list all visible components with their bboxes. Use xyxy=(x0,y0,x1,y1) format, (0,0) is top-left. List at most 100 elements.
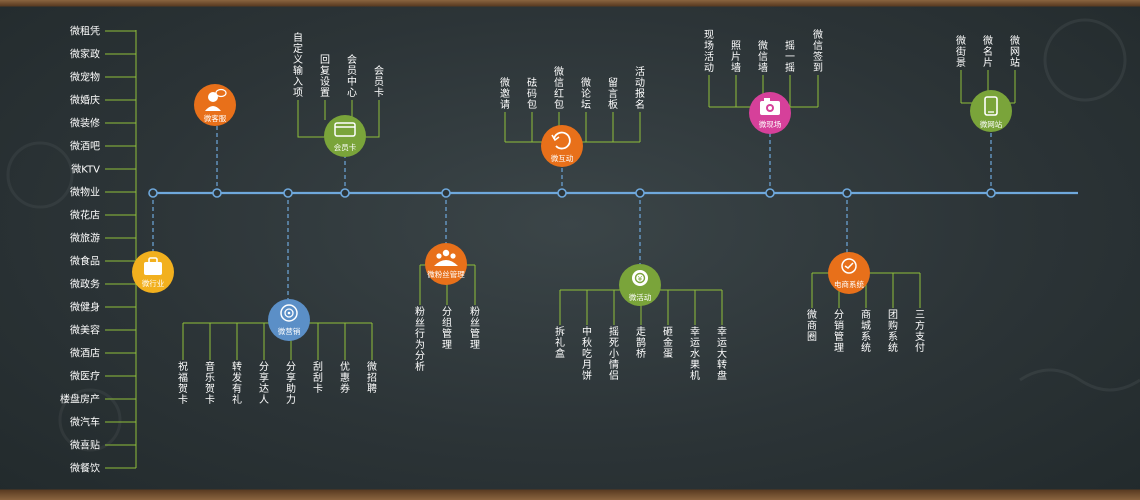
timeline-nodes xyxy=(148,188,996,198)
ecommerce-item[interactable]: 分销管理 xyxy=(834,309,844,354)
hub-ecommerce-label: 电商系统 xyxy=(834,279,864,289)
hub-customer-service-label: 微客服 xyxy=(204,113,227,123)
industry-item[interactable]: 微物业 xyxy=(70,186,100,199)
interaction-item[interactable]: 留言板 xyxy=(608,76,618,111)
hub-interaction[interactable]: 微互动 xyxy=(541,125,583,167)
marketing-item[interactable]: 刮刮卡 xyxy=(313,360,323,395)
scene-item[interactable]: 微信墙 xyxy=(758,39,768,74)
headset-icon xyxy=(205,88,227,111)
member-card-branches: 自定义输入项 回复设置 会员中心 会员卡 xyxy=(293,31,384,138)
hub-industry[interactable]: 微行业 xyxy=(132,251,174,293)
marketing-item[interactable]: 分享助力 xyxy=(286,361,296,406)
member-card-item[interactable]: 会员中心 xyxy=(347,53,357,99)
marketing-item[interactable]: 优惠券 xyxy=(340,360,350,395)
hub-fans-label: 微粉丝管理 xyxy=(427,269,465,279)
website-branches: 微街景 微名片 微网站 xyxy=(956,34,1020,104)
website-item[interactable]: 微街景 xyxy=(956,34,966,69)
interaction-item[interactable]: 活动报名 xyxy=(635,66,645,111)
hub-customer-service[interactable]: 微客服 xyxy=(194,84,236,126)
industry-item[interactable]: 微汽车 xyxy=(70,416,100,429)
activity-item[interactable]: 走鹊桥 xyxy=(636,326,646,360)
marketing-item[interactable]: 转发有礼 xyxy=(232,360,242,406)
hub-activity[interactable]: ¥ 微活动 xyxy=(619,264,661,306)
website-item[interactable]: 微网站 xyxy=(1010,34,1020,69)
activity-item[interactable]: 拆礼盒 xyxy=(555,325,565,360)
hub-stems xyxy=(152,122,992,300)
marketing-item[interactable]: 音乐贺卡 xyxy=(205,360,215,406)
industry-item[interactable]: 微喜贴 xyxy=(70,439,100,452)
fans-item[interactable]: 粉丝管理 xyxy=(470,305,480,351)
timeline-node xyxy=(986,188,996,198)
hub-industry-label: 微行业 xyxy=(142,278,165,288)
marketing-item[interactable]: 微招聘 xyxy=(367,360,377,395)
activity-item[interactable]: 摇死小情侣 xyxy=(609,325,619,382)
industry-item[interactable]: 微健身 xyxy=(70,301,100,314)
timeline-node xyxy=(212,188,222,198)
industry-item[interactable]: 微医疗 xyxy=(70,370,100,383)
industry-item[interactable]: 微旅游 xyxy=(70,232,100,245)
industry-item[interactable]: 微政务 xyxy=(70,278,100,291)
interaction-item[interactable]: 微论坛 xyxy=(581,76,591,111)
activity-item[interactable]: 砸金蛋 xyxy=(663,326,673,360)
industry-item[interactable]: 微装修 xyxy=(70,117,100,130)
industry-item[interactable]: 微酒吧 xyxy=(70,140,100,153)
scene-item[interactable]: 摇一摇 xyxy=(785,39,795,74)
industry-item[interactable]: 微酒店 xyxy=(70,347,100,360)
hub-marketing[interactable]: 微营销 xyxy=(268,299,310,341)
hub-scene-label: 微现场 xyxy=(759,119,782,129)
ecommerce-item[interactable]: 微商圈 xyxy=(807,308,817,343)
marketing-item[interactable]: 分享达人 xyxy=(259,361,269,406)
hub-fans[interactable]: 微粉丝管理 xyxy=(425,243,467,285)
bag-icon xyxy=(144,257,162,275)
industry-item[interactable]: 微婚庆 xyxy=(70,94,100,107)
marketing-branches: 祝福贺卡 音乐贺卡 转发有礼 分享达人 分享助力 刮刮卡 优惠券 微招聘 xyxy=(178,322,377,406)
hub-website[interactable]: 微网站 xyxy=(970,90,1012,132)
timeline-node xyxy=(340,188,350,198)
fans-item[interactable]: 粉丝行为分析 xyxy=(415,305,425,373)
interaction-item[interactable]: 微邀请 xyxy=(500,76,510,111)
industry-item[interactable]: 微租凭 xyxy=(70,25,100,38)
scene-item[interactable]: 微信签到 xyxy=(813,28,823,74)
ecommerce-branches: 微商圈 分销管理 商城系统 团购系统 三方支付 xyxy=(807,272,925,354)
hub-marketing-label: 微营销 xyxy=(278,326,301,336)
timeline-node xyxy=(557,188,567,198)
website-item[interactable]: 微名片 xyxy=(983,34,993,69)
scene-branches: 现场活动 照片墙 微信墙 摇一摇 微信签到 xyxy=(704,28,823,108)
cart-icon xyxy=(841,258,857,274)
industry-item[interactable]: 微宠物 xyxy=(70,71,100,84)
scene-item[interactable]: 照片墙 xyxy=(731,40,741,74)
ecommerce-item[interactable]: 商城系统 xyxy=(861,308,871,354)
hub-scene[interactable]: 微现场 xyxy=(749,92,791,134)
activity-item[interactable]: 中秋吃月饼 xyxy=(582,325,592,382)
scene-item[interactable]: 现场活动 xyxy=(704,29,714,74)
member-card-item[interactable]: 会员卡 xyxy=(374,64,384,99)
group-icon xyxy=(434,249,458,266)
interaction-item[interactable]: 微信红包 xyxy=(554,65,564,111)
hub-member-card[interactable]: 会员卡 xyxy=(324,115,366,157)
interaction-item[interactable]: 砝码包 xyxy=(527,76,537,111)
ecommerce-item[interactable]: 团购系统 xyxy=(888,309,898,354)
activity-item[interactable]: 幸运水果机 xyxy=(690,326,700,382)
industry-item[interactable]: 微花店 xyxy=(70,209,100,222)
industry-item[interactable]: 微美容 xyxy=(70,324,100,337)
fans-branches: 粉丝行为分析 分组管理 粉丝管理 xyxy=(415,264,480,373)
ecommerce-item[interactable]: 三方支付 xyxy=(915,310,925,354)
gift-icon: ¥ xyxy=(632,270,648,286)
timeline-node xyxy=(635,188,645,198)
marketing-item[interactable]: 祝福贺卡 xyxy=(178,360,188,406)
hub-ecommerce[interactable]: 电商系统 xyxy=(828,252,870,294)
member-card-item[interactable]: 回复设置 xyxy=(320,54,330,99)
timeline-node xyxy=(283,188,293,198)
industry-item[interactable]: 微KTV xyxy=(71,163,100,176)
phone-icon xyxy=(984,96,998,116)
refresh-icon xyxy=(551,131,571,150)
industry-item[interactable]: 微食品 xyxy=(70,255,100,268)
activity-item[interactable]: 幸运大转盘 xyxy=(717,326,727,382)
fans-item[interactable]: 分组管理 xyxy=(442,306,452,351)
industry-item[interactable]: 微餐饮 xyxy=(70,462,100,475)
card-icon xyxy=(334,122,356,137)
member-card-item[interactable]: 自定义输入项 xyxy=(293,31,303,99)
industry-item[interactable]: 微家政 xyxy=(70,48,100,61)
industry-item[interactable]: 楼盘房产 xyxy=(60,393,100,406)
